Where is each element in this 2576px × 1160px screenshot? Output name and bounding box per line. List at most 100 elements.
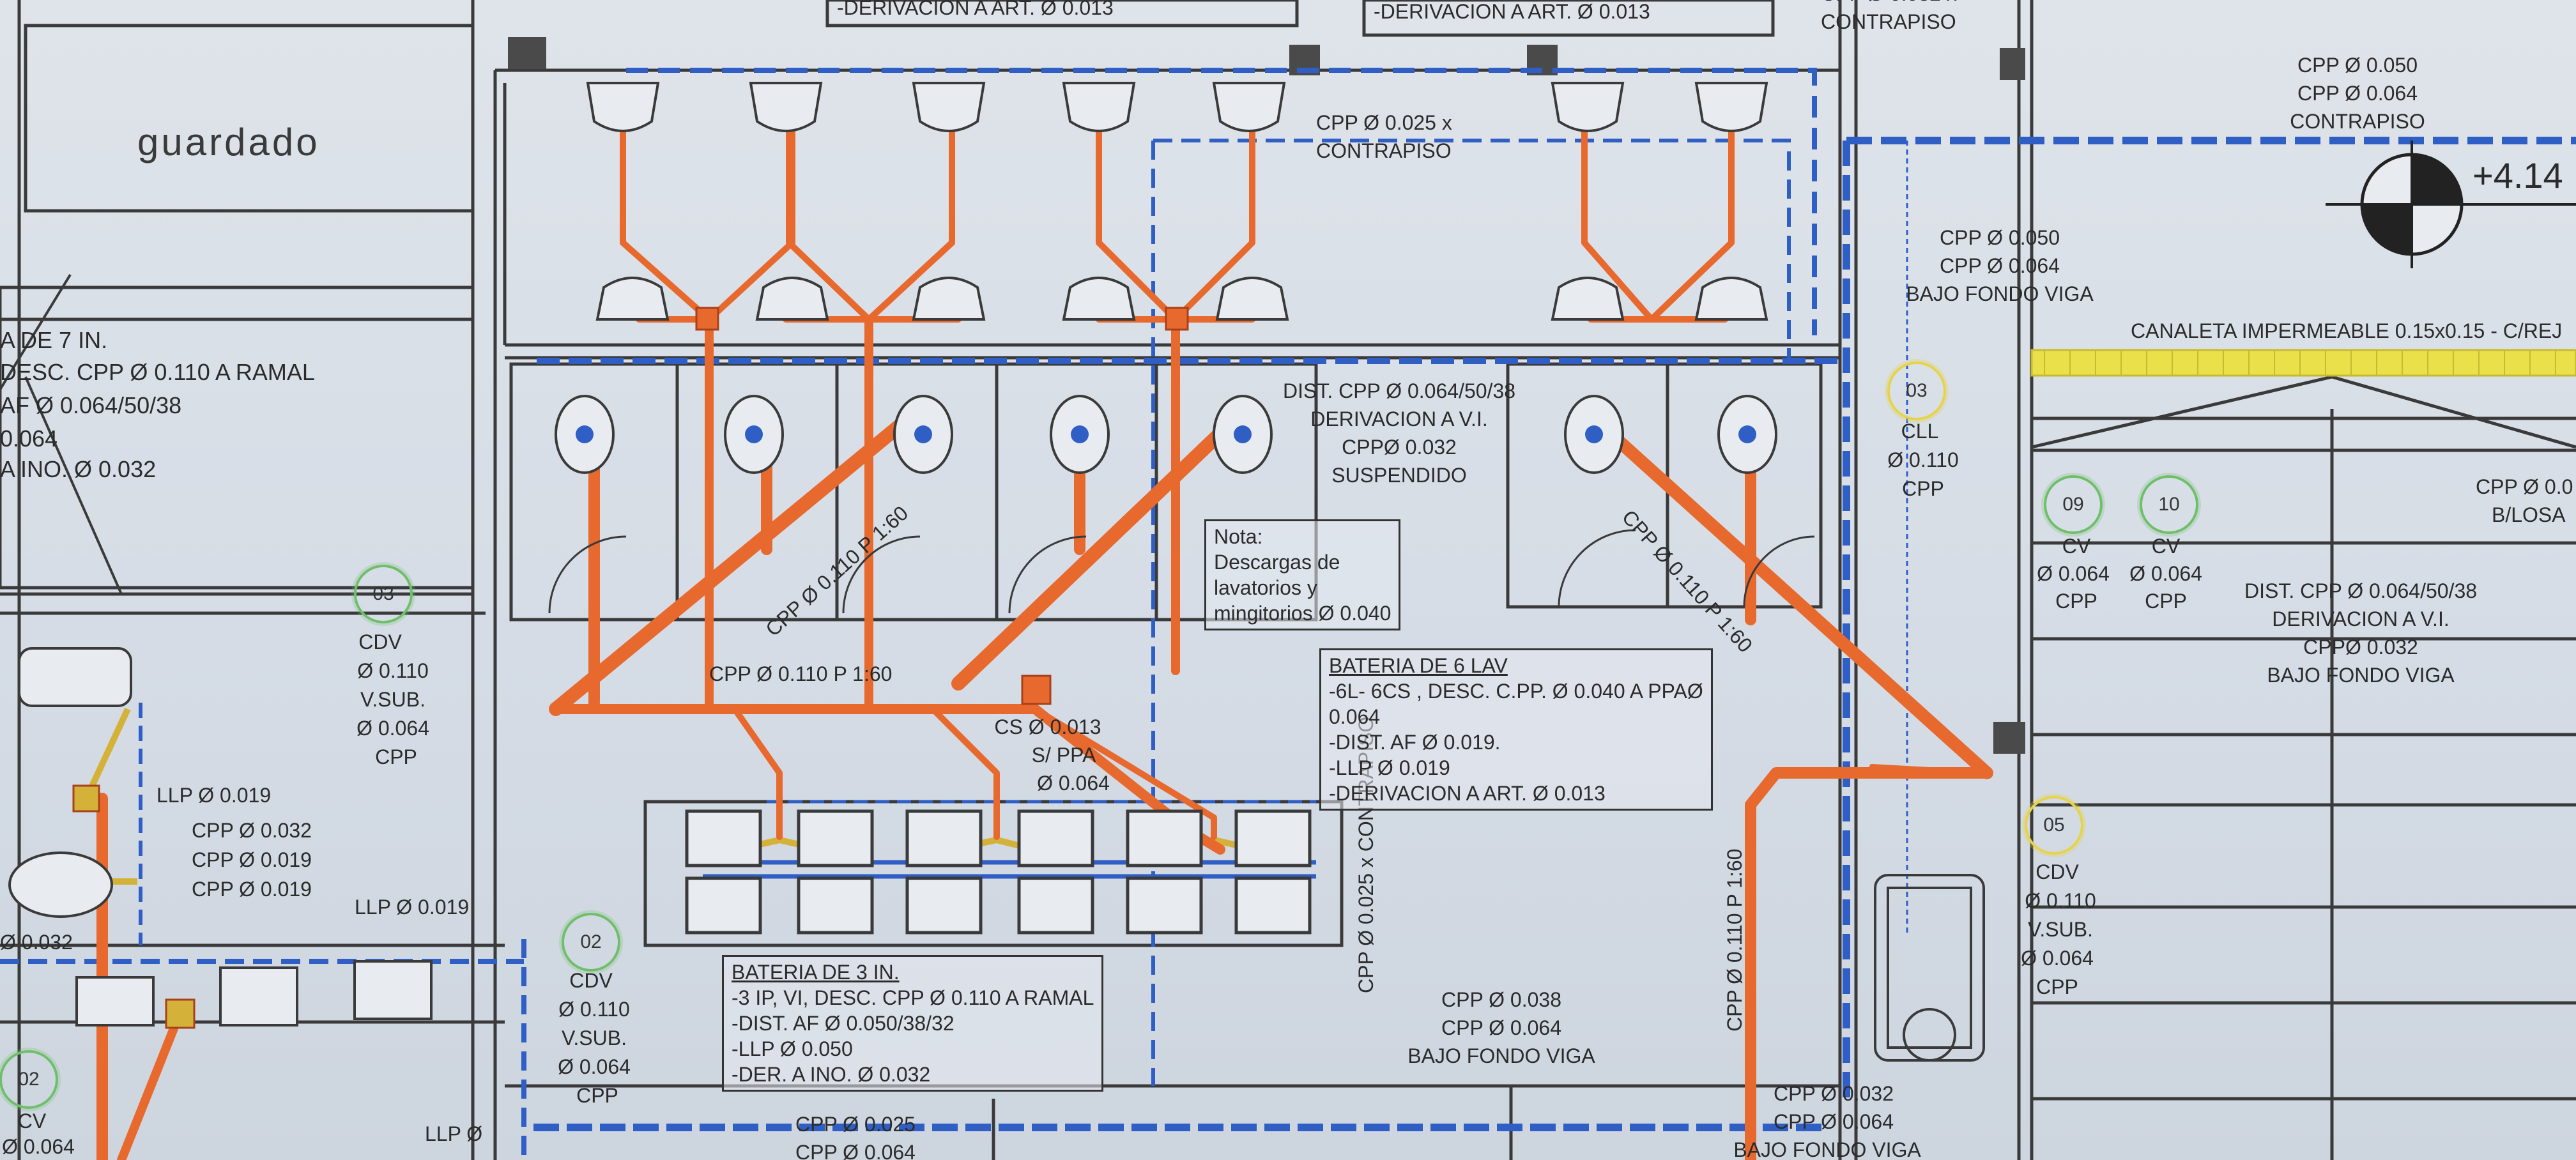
label-cv09-1: CV: [2062, 535, 2091, 558]
label-llp019-b: LLP Ø 0.019: [355, 896, 470, 919]
toilet-traps: [576, 425, 1756, 443]
left-hatch: [0, 273, 123, 595]
battery-6-line-4: -LLP Ø 0.019: [1329, 756, 1450, 779]
urinals-top: [586, 82, 1768, 321]
label-cdv02-1: CDV: [569, 969, 613, 992]
label-cv10-3: CPP: [2145, 590, 2187, 613]
label-level: +4.14: [2472, 155, 2563, 195]
label-cpp025-bottom-1: CPP Ø 0.025: [795, 1113, 916, 1136]
label-canaleta: CANALETA IMPERMEABLE 0.15x0.15 - C/REJ: [2131, 319, 2563, 342]
label-cdv02-3: V.SUB.: [562, 1026, 627, 1049]
label-right-cpp-b1: CPP Ø 0.0: [2476, 475, 2573, 498]
note-line-4: mingitorios Ø 0.040: [1214, 602, 1392, 625]
label-cdv02-2: Ø 0.110: [558, 998, 630, 1021]
label-cv10-2: Ø 0.064: [2129, 562, 2202, 585]
left-fixtures: [8, 647, 433, 1026]
label-cdv05-3: V.SUB.: [2028, 918, 2093, 941]
label-cpp038-2: CPP Ø 0.064: [1441, 1016, 1561, 1039]
badge-02-left: 02: [0, 1050, 58, 1109]
label-cpp038-1: CPP Ø 0.038: [1441, 988, 1561, 1011]
label-cv09-2: Ø 0.064: [2037, 562, 2110, 585]
label-bat7-5: A INO. Ø 0.032: [0, 456, 157, 482]
label-cdv05-2: Ø 0.110: [2025, 889, 2096, 912]
level-marker: [2326, 141, 2576, 268]
note-line-3: lavatorios y: [1214, 576, 1317, 599]
label-cv10-1: CV: [2151, 535, 2181, 558]
label-cs-3: Ø 0.064: [1037, 772, 1110, 795]
wheelchair-symbol: [1874, 874, 1985, 1062]
label-cdv05-4: Ø 0.064: [2021, 947, 2094, 970]
label-bat7-1: A DE 7 IN.: [0, 327, 108, 353]
battery-3-line-2: -DIST. AF Ø 0.050/38/32: [732, 1012, 954, 1035]
label-bat7-4: 0.064: [0, 425, 58, 452]
label-cpp110-vert: CPP Ø 0.110 P 1:60: [1723, 848, 1746, 1032]
label-top-right-contrapiso: CONTRAPISO: [1821, 10, 1956, 33]
label-bat7-3: AF Ø 0.064/50/38: [0, 392, 182, 418]
label-right-dist-2: DERIVACION A V.I.: [2272, 607, 2450, 630]
note-line-1: Nota:: [1214, 525, 1263, 548]
label-cdv03-2: Ø 0.110: [357, 659, 429, 682]
label-cpp038-3: BAJO FONDO VIGA: [1407, 1044, 1595, 1067]
label-bat7-2: DESC. CPP Ø 0.110 A RAMAL: [0, 359, 315, 385]
label-cdv03-3: V.SUB.: [360, 688, 425, 711]
label-top-right-cpp: CPP Ø 0.032 x: [1821, 0, 1957, 6]
label-left-032: Ø 0.032: [0, 931, 73, 954]
label-cpp025-1: CPP Ø 0.025 x: [1316, 111, 1452, 134]
battery-6-line-2: 0.064: [1329, 705, 1381, 728]
label-dist-4: SUSPENDIDO: [1331, 464, 1467, 487]
label-cpp025-2: CONTRAPISO: [1316, 139, 1452, 162]
label-cpp032-bottom-2: CPP Ø 0.064: [1774, 1110, 1894, 1133]
lavatory-basins: [685, 809, 1312, 935]
battery-6-box: BATERIA DE 6 LAV -6L- 6CS , DESC. C.PP. …: [1319, 648, 1713, 811]
label-bfv-3: BAJO FONDO VIGA: [1906, 282, 2094, 305]
label-cll03-3: CPP: [1902, 477, 1944, 500]
label-cdv03-5: CPP: [375, 745, 417, 768]
label-dist-2: DERIVACION A V.I.: [1310, 408, 1488, 431]
label-cpp019-a: CPP Ø 0.019: [192, 848, 312, 871]
label-right-cpp050-2: CPP Ø 0.064: [2297, 82, 2418, 105]
label-llp-bottom: LLP Ø: [425, 1122, 483, 1145]
label-cpp025-bottom-2: CPP Ø 0.064: [795, 1141, 916, 1160]
label-cs-1: CS Ø 0.013: [994, 715, 1101, 738]
label-dist-1: DIST. CPP Ø 0.064/50/38: [1282, 379, 1516, 402]
label-right-cpp050-1: CPP Ø 0.050: [2297, 54, 2418, 77]
canaleta-strip: [2030, 349, 2576, 377]
label-right-cpp050-3: CONTRAPISO: [2290, 110, 2425, 133]
note-box: Nota: Descargas de lavatorios y mingitor…: [1204, 519, 1401, 630]
battery-3-title: BATERIA DE 3 IN.: [732, 961, 900, 984]
label-cdv02-4: Ø 0.064: [558, 1055, 631, 1078]
badge-02-mid: 02: [562, 913, 620, 972]
battery-6-title: BATERIA DE 6 LAV: [1329, 654, 1508, 677]
badge-10: 10: [2140, 475, 2198, 534]
label-cpp032-a: CPP Ø 0.032: [192, 819, 312, 842]
label-right-dist-1: DIST. CPP Ø 0.064/50/38: [2244, 579, 2478, 602]
battery-6-line-1: -6L- 6CS , DESC. C.PP. Ø 0.040 A PPAØ: [1329, 680, 1703, 703]
battery-3-box: BATERIA DE 3 IN. -3 IP, VI, DESC. CPP Ø …: [722, 955, 1104, 1092]
label-cv02-2: Ø 0.064: [2, 1135, 75, 1158]
label-dist-3: CPPØ 0.032: [1342, 436, 1457, 459]
label-cll03-2: Ø 0.110: [1887, 448, 1959, 471]
label-cdv03-1: CDV: [358, 630, 402, 653]
label-cv09-3: CPP: [2055, 590, 2097, 613]
battery-6-line-3: -DIST. AF Ø 0.019.: [1329, 731, 1501, 754]
drain-boxes: [72, 307, 1189, 1029]
label-right-dist-3: CPPØ 0.032: [2303, 636, 2418, 659]
door-swings: [548, 529, 1815, 614]
label-cdv05-5: CPP: [2036, 975, 2078, 998]
label-cdv02-5: CPP: [576, 1084, 618, 1107]
badge-03-right: 03: [1887, 362, 1946, 420]
column-blocks: [508, 37, 2025, 754]
battery-3-line-4: -DER. A INO. Ø 0.032: [732, 1063, 931, 1086]
battery-3-line-1: -3 IP, VI, DESC. CPP Ø 0.110 A RAMAL: [732, 986, 1094, 1009]
label-cll03-1: CLL: [1901, 420, 1939, 443]
label-right-cpp-b2: B/LOSA: [2492, 503, 2566, 526]
label-top-deriv-1: -DERIVACION A ART. Ø 0.013: [837, 0, 1114, 19]
label-cdv03-4: Ø 0.064: [356, 717, 429, 740]
battery-6-line-5: -DERIVACION A ART. Ø 0.013: [1329, 782, 1606, 805]
label-right-dist-4: BAJO FONDO VIGA: [2267, 664, 2455, 687]
label-cv02-1: CV: [17, 1110, 47, 1133]
badge-05: 05: [2025, 796, 2083, 855]
